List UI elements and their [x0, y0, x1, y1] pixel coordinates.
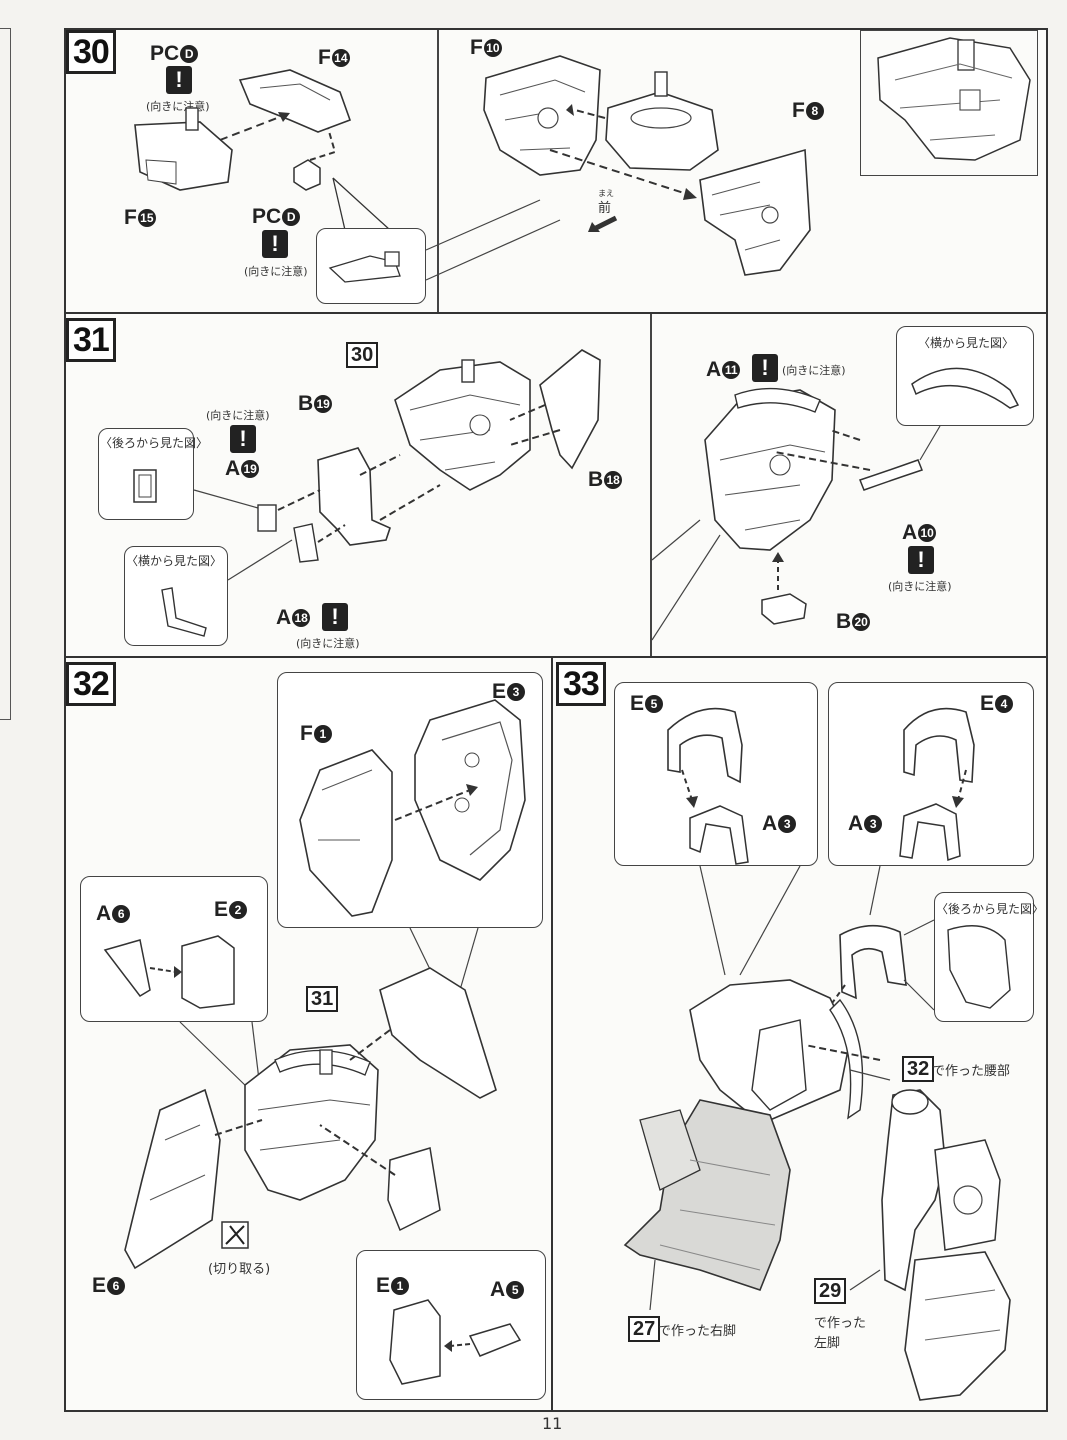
- step-30-number: 30: [66, 30, 116, 74]
- step30-sub-divider: [437, 30, 439, 312]
- front-label: 前: [598, 201, 612, 216]
- right-leg-ref-27: 27: [628, 1316, 661, 1342]
- side-view-title: 〈横から見た図〉: [126, 554, 223, 568]
- step31-sub-divider: [650, 314, 652, 656]
- left-page-edge: [0, 28, 11, 720]
- front-ruby: まえ: [598, 189, 614, 198]
- step31-ref-30: 30: [346, 342, 379, 368]
- left-leg-label-1: で作った: [814, 1316, 867, 1331]
- caution-icon: !: [262, 230, 288, 258]
- step-32-number: 32: [66, 662, 116, 706]
- caution-icon: !: [752, 354, 778, 382]
- step-31-number: 31: [66, 318, 116, 362]
- back-view-title: 〈後ろから見た図〉: [100, 436, 209, 450]
- left-leg-ref-29: 29: [814, 1278, 847, 1304]
- caution-text: (向きに注意): [206, 409, 270, 422]
- left-leg-label-2: 左脚: [814, 1336, 841, 1351]
- caution-text: (向きに注意): [888, 580, 952, 593]
- page-number: 11: [542, 1414, 563, 1433]
- caution-icon: !: [908, 546, 934, 574]
- waist-label: で作った腰部: [932, 1064, 1011, 1079]
- caution-icon: !: [322, 603, 348, 631]
- waist-ref-32: 32: [902, 1056, 935, 1082]
- right-leg-label: で作った右脚: [658, 1324, 737, 1339]
- caution-icon: !: [230, 425, 256, 453]
- divider-row2: [64, 656, 1046, 658]
- back-view-title: 〈後ろから見た図〉: [936, 902, 1045, 916]
- divider-col1: [551, 658, 553, 1410]
- caution-icon: !: [166, 66, 192, 94]
- step31-side-view-callout: [124, 546, 228, 646]
- caution-text: (向きに注意): [244, 265, 308, 278]
- cut-off-note: (切り取る): [208, 1262, 271, 1277]
- step30-preview-box: [860, 30, 1038, 176]
- caution-text: (向きに注意): [296, 637, 360, 650]
- step32-bottom-callout: [356, 1250, 546, 1400]
- divider-row1: [64, 312, 1046, 314]
- side-view-title: 〈横から見た図〉: [918, 336, 1015, 350]
- caution-text: (向きに注意): [782, 364, 846, 377]
- step32-ref-31: 31: [306, 986, 339, 1012]
- step-33-number: 33: [556, 662, 606, 706]
